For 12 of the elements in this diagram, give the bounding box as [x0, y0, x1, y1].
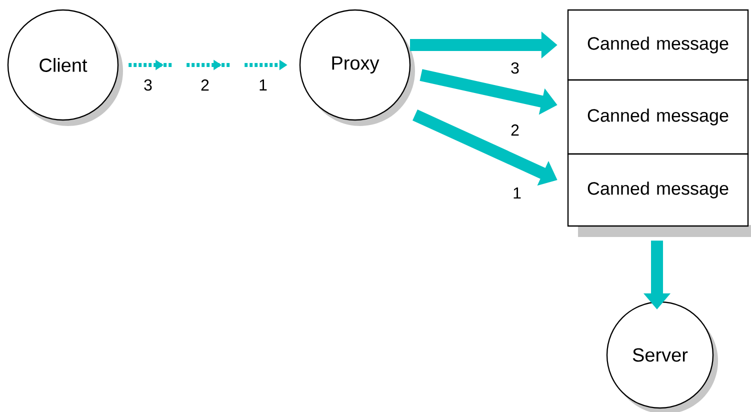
- message-box: Canned message: [567, 79, 749, 155]
- circle-node: Server: [606, 301, 718, 412]
- circle-node: Client: [7, 9, 123, 126]
- sequence-number: 3: [144, 79, 152, 91]
- edge-label: 1: [512, 186, 522, 200]
- sequence-number: 2: [201, 79, 209, 91]
- sequence-number: 1: [260, 80, 267, 90]
- message-box: Canned message: [567, 9, 749, 81]
- circle-node: Proxy: [299, 9, 415, 126]
- message-box: Canned message: [567, 153, 749, 227]
- edge-label: 2: [510, 123, 520, 137]
- edge-label: 3: [510, 61, 520, 75]
